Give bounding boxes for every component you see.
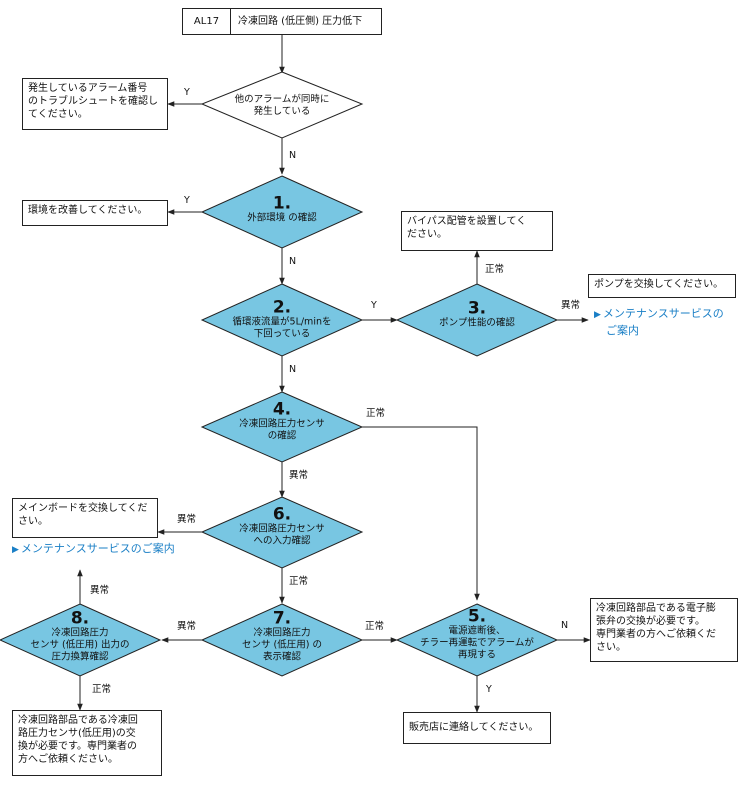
step7-text: 7. 冷凍回路圧力 センサ (低圧用) の 表示確認 [242, 608, 322, 663]
replace-expansion-valve-box: 冷凍回路部品である電子膨 張弁の交換が必要です。 専門業者の方へご依頼くだ さい… [590, 598, 738, 662]
label-abnormal-step4: 異常 [289, 470, 309, 481]
alarm-title: 冷凍回路 (低圧側) 圧力低下 [238, 16, 363, 27]
bypass-box: バイパス配管を設置してく ださい。 [401, 211, 553, 251]
triangle-right-icon: ▶ [12, 545, 19, 555]
step1-text: 1. 外部環境 の確認 [247, 193, 317, 224]
decision-start-diamond [200, 71, 364, 139]
label-no-start: N [289, 150, 297, 161]
label-no-step1: N [289, 256, 297, 267]
maintenance-link-mainboard[interactable]: ▶メンテナンスサービスのご案内 [12, 542, 175, 555]
label-normal-step4: 正常 [366, 408, 386, 419]
header-box: AL17 冷凍回路 (低圧側) 圧力低下 [182, 8, 382, 35]
label-normal-step3: 正常 [485, 264, 505, 275]
decision-step6-diamond [200, 496, 364, 569]
label-yes-step2: Y [371, 300, 377, 311]
step8-text: 8. 冷凍回路圧力 センサ (低圧用) 出力の 圧力換算確認 [30, 608, 130, 663]
label-yes-step1: Y [184, 195, 190, 206]
label-abnormal-step3: 異常 [561, 300, 581, 311]
decision-step2-diamond [200, 283, 364, 357]
label-yes-start: Y [184, 87, 190, 98]
decision-step4-diamond [200, 391, 364, 463]
decision-step7-diamond [200, 603, 364, 677]
contact-dealer-box: 販売店に連絡してください。 [403, 712, 551, 744]
replace-pressure-sensor-box: 冷凍回路部品である冷凍回 路圧力センサ(低圧用)の交 換が必要です。専門業者の … [12, 710, 162, 776]
decision-step3-diamond [395, 283, 559, 357]
improve-environment-box: 環境を改善してください。 [22, 200, 168, 226]
start-question: 他のアラームが同時に 発生している [234, 94, 330, 117]
label-abnormal-step6: 異常 [177, 514, 197, 525]
other-alarm-box: 発生しているアラーム番号 のトラブルシュートを確認し てください。 [22, 78, 168, 130]
label-abnormal-step7: 異常 [177, 621, 197, 632]
label-abnormal-step8: 異常 [90, 585, 110, 596]
label-normal-step6: 正常 [289, 576, 309, 587]
alarm-code: AL17 [183, 9, 231, 34]
decision-step5-diamond [395, 603, 559, 677]
label-no-step5: N [561, 620, 569, 631]
step3-text: 3. ポンプ性能の確認 [439, 298, 515, 329]
decision-step1-diamond [200, 175, 364, 249]
step5-text: 5. 電源遮断後、 チラー再運転でアラームが 再現する [420, 606, 534, 661]
label-normal-step8: 正常 [92, 684, 112, 695]
label-yes-step5: Y [486, 684, 492, 695]
replace-pump-box: ポンプを交換してください。 [588, 274, 736, 298]
label-no-step2: N [289, 364, 297, 375]
decision-step8-diamond [0, 603, 162, 677]
step6-text: 6. 冷凍回路圧力センサ への入力確認 [239, 504, 325, 547]
triangle-right-icon: ▶ [594, 310, 601, 320]
maintenance-link-pump[interactable]: ▶メンテナンスサービスの ご案内 [594, 307, 724, 337]
step2-text: 2. 循環液流量が5L/minを 下回っている [232, 297, 332, 340]
step4-text: 4. 冷凍回路圧力センサ の確認 [239, 399, 325, 442]
replace-mainboard-box: メインボードを交換してくだ さい。 [12, 498, 158, 538]
label-normal-step7: 正常 [365, 621, 385, 632]
